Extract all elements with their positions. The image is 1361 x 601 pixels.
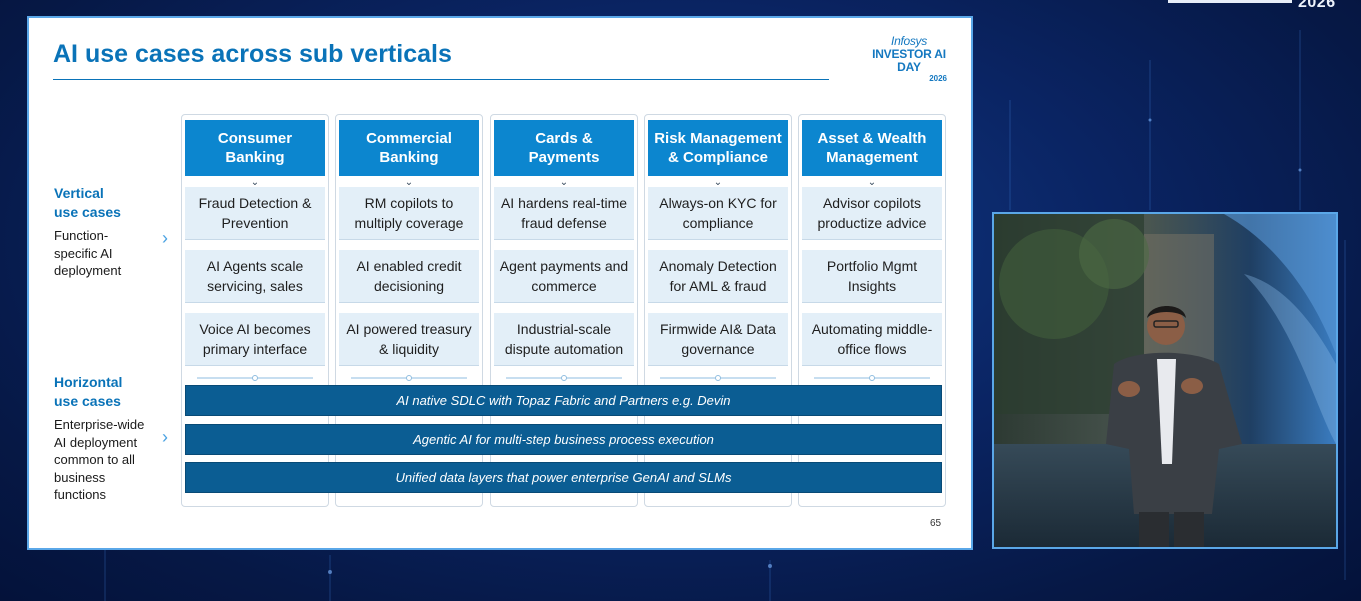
horizontal-description-line: Enterprise-wide [54, 417, 145, 432]
use-case-cell: Portfolio Mgmt Insights [802, 249, 942, 303]
page-number: 65 [930, 518, 942, 529]
use-case-cell: Always-on KYC for compliance [648, 186, 788, 240]
horizontal-use-case-bar: Unified data layers that power enterpris… [185, 462, 942, 493]
use-case-cell: AI enabled credit decisioning [339, 249, 479, 303]
column-header-asset-wealth: Asset & Wealth Management [802, 120, 942, 176]
horizontal-description-line: business [54, 469, 106, 485]
title-divider [53, 79, 829, 80]
column-header-consumer-banking: Consumer Banking [185, 120, 325, 176]
chevron-right-icon: › [162, 427, 168, 447]
vertical-description: Function- specific AI deployment [54, 227, 121, 280]
horizontal-use-case-bar: Agentic AI for multi-step business proce… [185, 424, 942, 455]
horizontal-use-case-bar: AI native SDLC with Topaz Fabric and Par… [185, 385, 942, 416]
horizontal-description-line: functions [54, 487, 107, 502]
chevron-down-icon: ⌄ [713, 177, 723, 188]
speaker-video-feed [992, 212, 1338, 549]
column-header-risk-management: Risk Management & Compliance [648, 120, 788, 176]
speaker-video-image [994, 214, 1336, 547]
use-case-cell: Agent payments and commerce [494, 249, 634, 303]
column-header-commercial-banking: Commercial Banking [339, 120, 479, 176]
use-case-cell: Fraud Detection & Prevention [185, 186, 325, 240]
vertical-description-line: specific AI [54, 245, 113, 261]
use-case-cell: Industrial-scale dispute automation [494, 312, 634, 366]
use-case-cell: Automating middle-office flows [802, 312, 942, 366]
horizontal-description: Enterprise-wide AI deployment common to … [54, 416, 144, 504]
use-case-cell: AI hardens real-time fraud defense [494, 186, 634, 240]
event-name: INVESTOR AI DAY [872, 47, 946, 74]
connector-line [351, 375, 467, 381]
top-bar [1168, 0, 1292, 3]
use-case-cell: Advisor copilots productize advice [802, 186, 942, 240]
connector-line [197, 375, 313, 381]
connector-line [814, 375, 930, 381]
use-case-cell: Firmwide AI& Data governance [648, 312, 788, 366]
brand-logo: Infosys INVESTOR AI DAY 2026 [867, 34, 951, 83]
use-case-cell: Voice AI becomes primary interface [185, 312, 325, 366]
vertical-heading-line: use cases [54, 204, 121, 220]
use-case-cell: AI Agents scale servicing, sales [185, 249, 325, 303]
vertical-description-line: Function- [54, 228, 109, 243]
infosys-logo: Infosys [891, 34, 927, 48]
event-year: 2026 [929, 74, 947, 83]
horizontal-heading-line: Horizontal [54, 374, 123, 390]
vertical-description-line: deployment [54, 263, 122, 278]
use-case-cell: AI powered treasury & liquidity [339, 312, 479, 366]
horizontal-description-line: common to all [54, 452, 135, 467]
chevron-down-icon: ⌄ [250, 177, 260, 188]
corner-year: 2026 [1298, 0, 1336, 11]
vertical-heading: Vertical use cases [54, 184, 121, 222]
slide-title: AI use cases across sub verticals [53, 40, 452, 68]
chevron-down-icon: ⌄ [867, 177, 877, 188]
connector-line [506, 375, 622, 381]
presentation-slide: AI use cases across sub verticals Infosy… [27, 16, 973, 550]
vertical-heading-line: Vertical [54, 185, 104, 201]
horizontal-description-line: AI deployment [54, 434, 138, 450]
use-case-cell: Anomaly Detection for AML & fraud [648, 249, 788, 303]
horizontal-heading: Horizontal use cases [54, 373, 122, 411]
horizontal-heading-line: use cases [54, 393, 121, 409]
connector-line [660, 375, 776, 381]
chevron-down-icon: ⌄ [404, 177, 414, 188]
column-header-cards-payments: Cards & Payments [494, 120, 634, 176]
use-case-cell: RM copilots to multiply coverage [339, 186, 479, 240]
chevron-down-icon: ⌄ [559, 177, 569, 188]
chevron-right-icon: › [162, 228, 168, 248]
